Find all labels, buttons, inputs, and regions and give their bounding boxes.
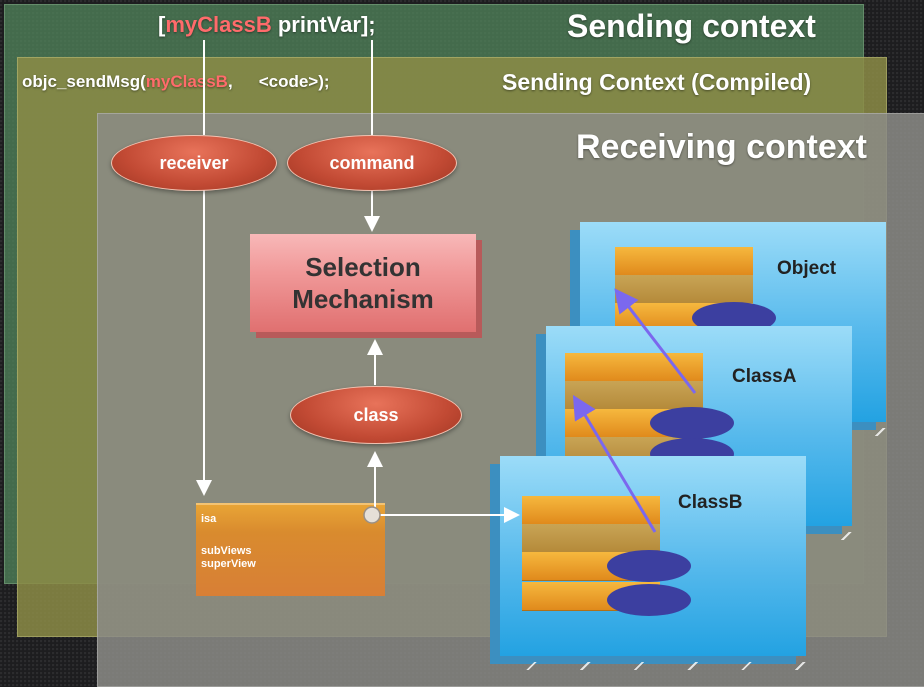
instance-struct: isa subViews superView [196,503,385,596]
class-name-classa: ClassA [732,366,797,387]
classa-superclass-arrow [614,288,697,394]
class-card-classb: ClassB [500,456,806,670]
bracket-open: [ [158,12,166,37]
source-code-line: [myClassB printVar]; [158,12,376,38]
command-oval: command [287,135,457,191]
code-rest: printVar]; [271,12,376,37]
receiver-name: myClassB [165,12,272,37]
card-ticks [520,662,806,670]
class-name-object: Object [777,258,837,279]
classb-superclass-arrow [572,394,657,533]
class-name-classb: ClassB [678,492,743,513]
selection-label-line2: Mechanism [292,284,434,314]
method-blob [650,407,734,439]
isa-pointer-dot [363,506,381,524]
card-strip [522,524,660,553]
compiled-context-title: Sending Context (Compiled) [502,69,812,95]
sending-context-title: Sending context [567,8,816,44]
receiver-oval: receiver [111,135,277,191]
isa-field-label: isa [201,513,217,525]
subviews-field-label: subViews [201,545,252,557]
compiled-code: <code>); [258,72,330,91]
method-blob [607,584,691,616]
receiving-context-title: Receiving context [576,128,867,166]
class-oval: class [290,386,462,444]
superview-field-label: superView [201,558,256,570]
compiled-sep: , [227,72,233,91]
method-blob [607,550,691,582]
selection-mechanism-box: Selection Mechanism [250,234,476,332]
compiled-receiver: myClassB [145,72,228,91]
card-strip [615,247,753,276]
selection-label-line1: Selection [305,251,421,282]
compiled-prefix: objc_sendMsg( [22,72,146,91]
compiled-code-line: objc_sendMsg(myClassB, <code>); [22,72,330,92]
